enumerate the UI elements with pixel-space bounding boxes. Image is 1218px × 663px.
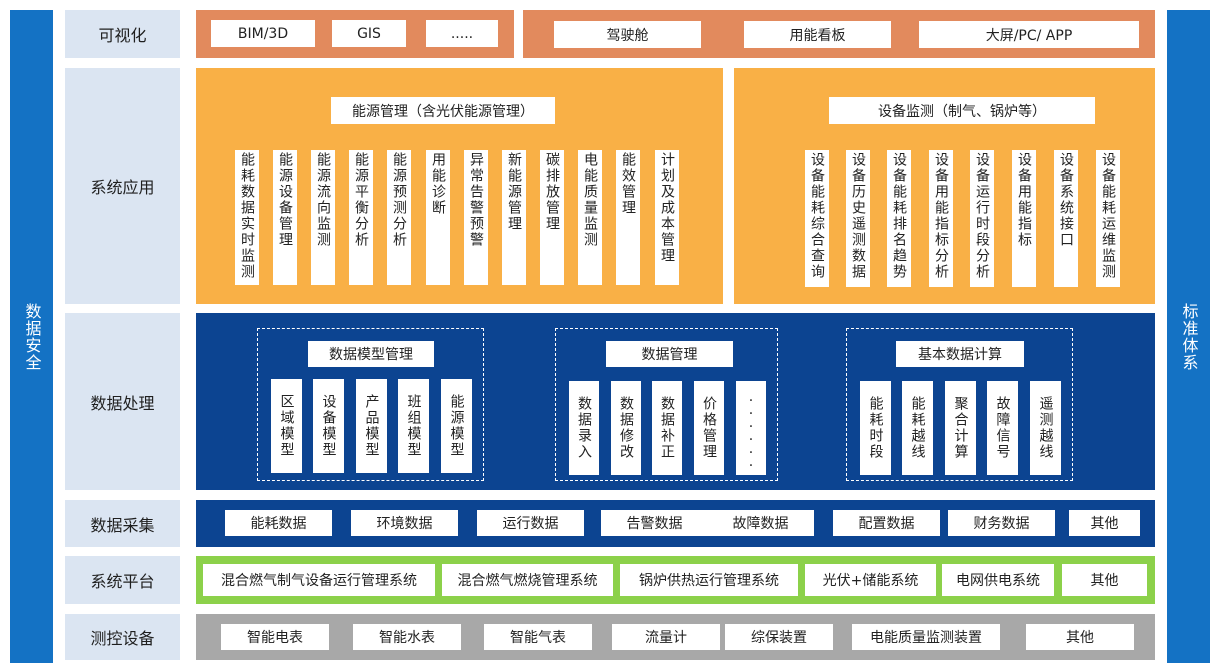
data-management-item: ...... bbox=[736, 381, 766, 475]
row-label-devices: 测控设备 bbox=[65, 614, 180, 660]
collection-item: 环境数据 bbox=[351, 510, 458, 536]
collection-item: 告警数据 bbox=[601, 510, 708, 536]
visualization-left-panel: BIM/3D GIS ..... bbox=[196, 10, 514, 58]
energy-management-title: 能源管理（含光伏能源管理） bbox=[331, 97, 555, 124]
visualization-item: ..... bbox=[426, 20, 498, 47]
energy-item: 计划及成本管理 bbox=[655, 150, 679, 285]
data-model-group: 数据模型管理 区域模型 设备模型 产品模型 班组模型 能源模型 bbox=[257, 328, 484, 481]
visualization-item: 驾驶舱 bbox=[554, 21, 701, 48]
standard-system-label: 标准体系 bbox=[1179, 302, 1199, 371]
energy-item: 能效管理 bbox=[616, 150, 640, 285]
energy-item: 异常告警预警 bbox=[464, 150, 488, 285]
energy-item: 能源设备管理 bbox=[273, 150, 297, 285]
equipment-item: 设备能耗综合查询 bbox=[805, 150, 829, 287]
system-platform-panel: 混合燃气制气设备运行管理系统 混合燃气燃烧管理系统 锅炉供热运行管理系统 光伏+… bbox=[196, 556, 1155, 604]
energy-item: 能源预测分析 bbox=[387, 150, 411, 285]
data-management-item: 价格管理 bbox=[694, 381, 724, 475]
collection-item: 财务数据 bbox=[948, 510, 1055, 536]
standard-system-bar: 标准体系 bbox=[1167, 10, 1210, 663]
row-label-visualization: 可视化 bbox=[65, 10, 180, 58]
data-model-title: 数据模型管理 bbox=[308, 341, 434, 367]
equipment-item: 设备系统接口 bbox=[1054, 150, 1078, 287]
model-item: 班组模型 bbox=[398, 379, 429, 473]
collection-item: 运行数据 bbox=[477, 510, 584, 536]
data-management-item: 数据修改 bbox=[611, 381, 641, 475]
energy-item: 电能质量监测 bbox=[578, 150, 602, 285]
platform-item: 锅炉供热运行管理系统 bbox=[620, 564, 798, 596]
platform-item: 混合燃气制气设备运行管理系统 bbox=[203, 564, 435, 596]
row-label-platform: 系统平台 bbox=[65, 556, 180, 604]
equipment-item: 设备用能指标 bbox=[1012, 150, 1036, 287]
device-item: 其他 bbox=[1026, 624, 1134, 650]
collection-item: 配置数据 bbox=[833, 510, 940, 536]
collection-item: 故障数据 bbox=[707, 510, 814, 536]
model-item: 能源模型 bbox=[441, 379, 472, 473]
visualization-item: 大屏/PC/ APP bbox=[919, 21, 1139, 48]
model-item: 区域模型 bbox=[271, 379, 302, 473]
energy-item: 碳排放管理 bbox=[540, 150, 564, 285]
equipment-monitoring-panel: 设备监测（制气、锅炉等） 设备能耗综合查询 设备历史遥测数据 设备能耗排名趋势 … bbox=[734, 68, 1155, 304]
data-processing-panel: 数据模型管理 区域模型 设备模型 产品模型 班组模型 能源模型 数据管理 数据录… bbox=[196, 313, 1155, 490]
equipment-monitoring-title: 设备监测（制气、锅炉等） bbox=[829, 97, 1095, 124]
equipment-item: 设备运行时段分析 bbox=[970, 150, 994, 287]
equipment-item: 设备能耗排名趋势 bbox=[887, 150, 911, 287]
energy-management-panel: 能源管理（含光伏能源管理） 能耗数据实时监测 能源设备管理 能源流向监测 能源平… bbox=[196, 68, 723, 304]
energy-item: 用能诊断 bbox=[426, 150, 450, 285]
measurement-devices-panel: 智能电表 智能水表 智能气表 流量计 综保装置 电能质量监测装置 其他 bbox=[196, 614, 1155, 660]
device-item: 电能质量监测装置 bbox=[852, 624, 1000, 650]
row-label-processing: 数据处理 bbox=[65, 313, 180, 490]
device-item: 智能水表 bbox=[353, 624, 461, 650]
energy-item: 新能源管理 bbox=[502, 150, 526, 285]
equipment-item: 设备能耗运维监测 bbox=[1096, 150, 1120, 287]
platform-item: 其他 bbox=[1062, 564, 1147, 596]
visualization-item: BIM/3D bbox=[211, 20, 315, 47]
basic-calculation-title: 基本数据计算 bbox=[896, 341, 1024, 367]
visualization-item: 用能看板 bbox=[744, 21, 891, 48]
visualization-item: GIS bbox=[332, 20, 406, 47]
data-collection-panel: 能耗数据 环境数据 运行数据 告警数据 故障数据 配置数据 财务数据 其他 bbox=[196, 500, 1155, 547]
calculation-item: 能耗时段 bbox=[860, 381, 891, 475]
data-management-group: 数据管理 数据录入 数据修改 数据补正 价格管理 ...... bbox=[555, 328, 778, 481]
platform-item: 混合燃气燃烧管理系统 bbox=[442, 564, 613, 596]
calculation-item: 聚合计算 bbox=[945, 381, 976, 475]
data-management-title: 数据管理 bbox=[606, 341, 733, 367]
data-security-label: 数据安全 bbox=[22, 302, 42, 371]
platform-item: 电网供电系统 bbox=[942, 564, 1054, 596]
equipment-item: 设备用能指标分析 bbox=[929, 150, 953, 287]
calculation-item: 遥测越线 bbox=[1030, 381, 1061, 475]
platform-item: 光伏+储能系统 bbox=[805, 564, 936, 596]
collection-item: 能耗数据 bbox=[225, 510, 332, 536]
data-security-bar: 数据安全 bbox=[10, 10, 53, 663]
model-item: 产品模型 bbox=[356, 379, 387, 473]
row-label-application: 系统应用 bbox=[65, 68, 180, 304]
energy-item: 能源平衡分析 bbox=[349, 150, 373, 285]
energy-item: 能源流向监测 bbox=[311, 150, 335, 285]
equipment-item: 设备历史遥测数据 bbox=[846, 150, 870, 287]
visualization-right-panel: 驾驶舱 用能看板 大屏/PC/ APP bbox=[523, 10, 1155, 58]
calculation-item: 能耗越线 bbox=[902, 381, 933, 475]
data-management-item: 数据录入 bbox=[569, 381, 599, 475]
energy-item: 能耗数据实时监测 bbox=[235, 150, 259, 285]
device-item: 流量计 bbox=[612, 624, 720, 650]
device-item: 智能气表 bbox=[484, 624, 592, 650]
data-management-item: 数据补正 bbox=[652, 381, 682, 475]
device-item: 智能电表 bbox=[221, 624, 329, 650]
basic-calculation-group: 基本数据计算 能耗时段 能耗越线 聚合计算 故障信号 遥测越线 bbox=[846, 328, 1073, 481]
calculation-item: 故障信号 bbox=[987, 381, 1018, 475]
collection-item: 其他 bbox=[1069, 510, 1140, 536]
model-item: 设备模型 bbox=[313, 379, 344, 473]
device-item: 综保装置 bbox=[725, 624, 833, 650]
row-label-collection: 数据采集 bbox=[65, 500, 180, 547]
